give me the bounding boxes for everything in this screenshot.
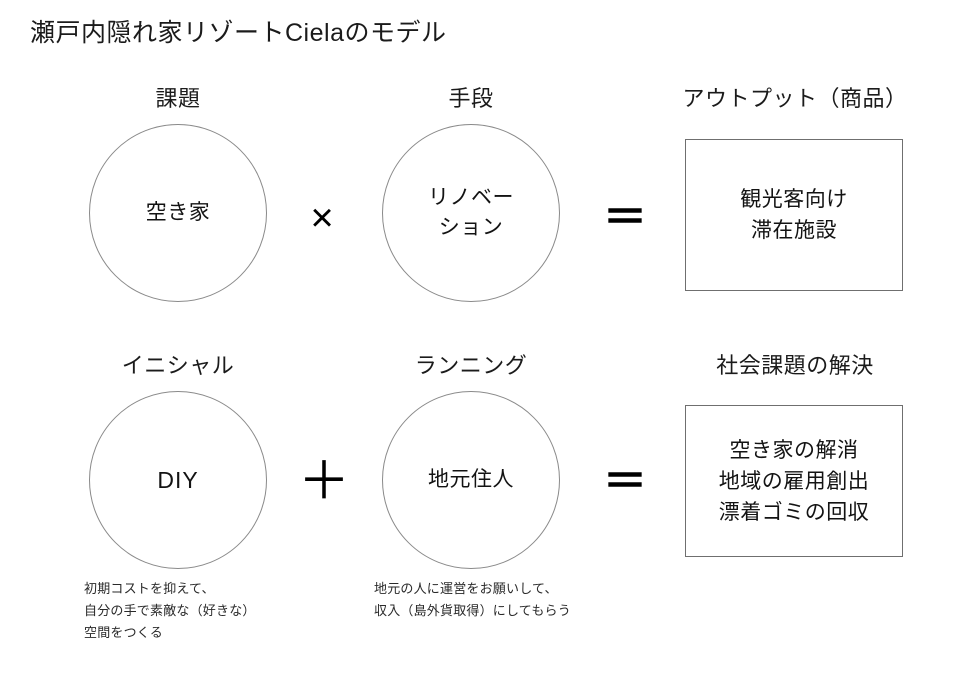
row2-label-input: イニシャル <box>121 353 235 378</box>
row1-output-box: 観光客向け 滞在施設 <box>685 139 903 291</box>
page-title: 瀬戸内隠れ家リゾートCielaのモデル <box>30 19 447 47</box>
row2-circle-left-text: DIY <box>157 467 199 493</box>
row1-circle-right-text: リノベー ション <box>428 186 514 239</box>
row1-output-box-text: 観光客向け 滞在施設 <box>740 188 848 242</box>
row1-circle-left-text: 空き家 <box>145 201 211 224</box>
row2-circle-right-text: 地元住人 <box>428 468 514 491</box>
multiply-operator-icon: × <box>310 196 334 240</box>
row1-label-output: アウトプット（商品） <box>682 86 908 111</box>
row1-label-input: 課題 <box>155 86 201 111</box>
row2-output-box-text: 空き家の解消 地域の雇用創出 漂着ゴミの回収 <box>718 438 870 524</box>
row2-label-means: ランニング <box>414 353 528 378</box>
row2-note-right: 地元の人に運営をお願いして、 収入（島外貨取得）にしてもらう <box>374 581 571 618</box>
row2-output-box: 空き家の解消 地域の雇用創出 漂着ゴミの回収 <box>685 405 903 557</box>
row2-note-left: 初期コストを抑えて、 自分の手で素敵な（好きな） 空間をつくる <box>84 581 256 640</box>
row2-circle-left: DIY <box>89 391 267 569</box>
row1-circle-left: 空き家 <box>89 124 267 302</box>
row2-label-output: 社会課題の解決 <box>716 353 874 378</box>
row2-circle-right: 地元住人 <box>382 391 560 569</box>
row1-label-means: 手段 <box>448 86 494 111</box>
equals-operator-icon-row1: ＝ <box>603 193 647 242</box>
equals-operator-icon-row2: ＝ <box>603 457 647 506</box>
plus-operator-icon: ＋ <box>297 453 351 511</box>
row1-circle-right: リノベー ション <box>382 124 560 302</box>
